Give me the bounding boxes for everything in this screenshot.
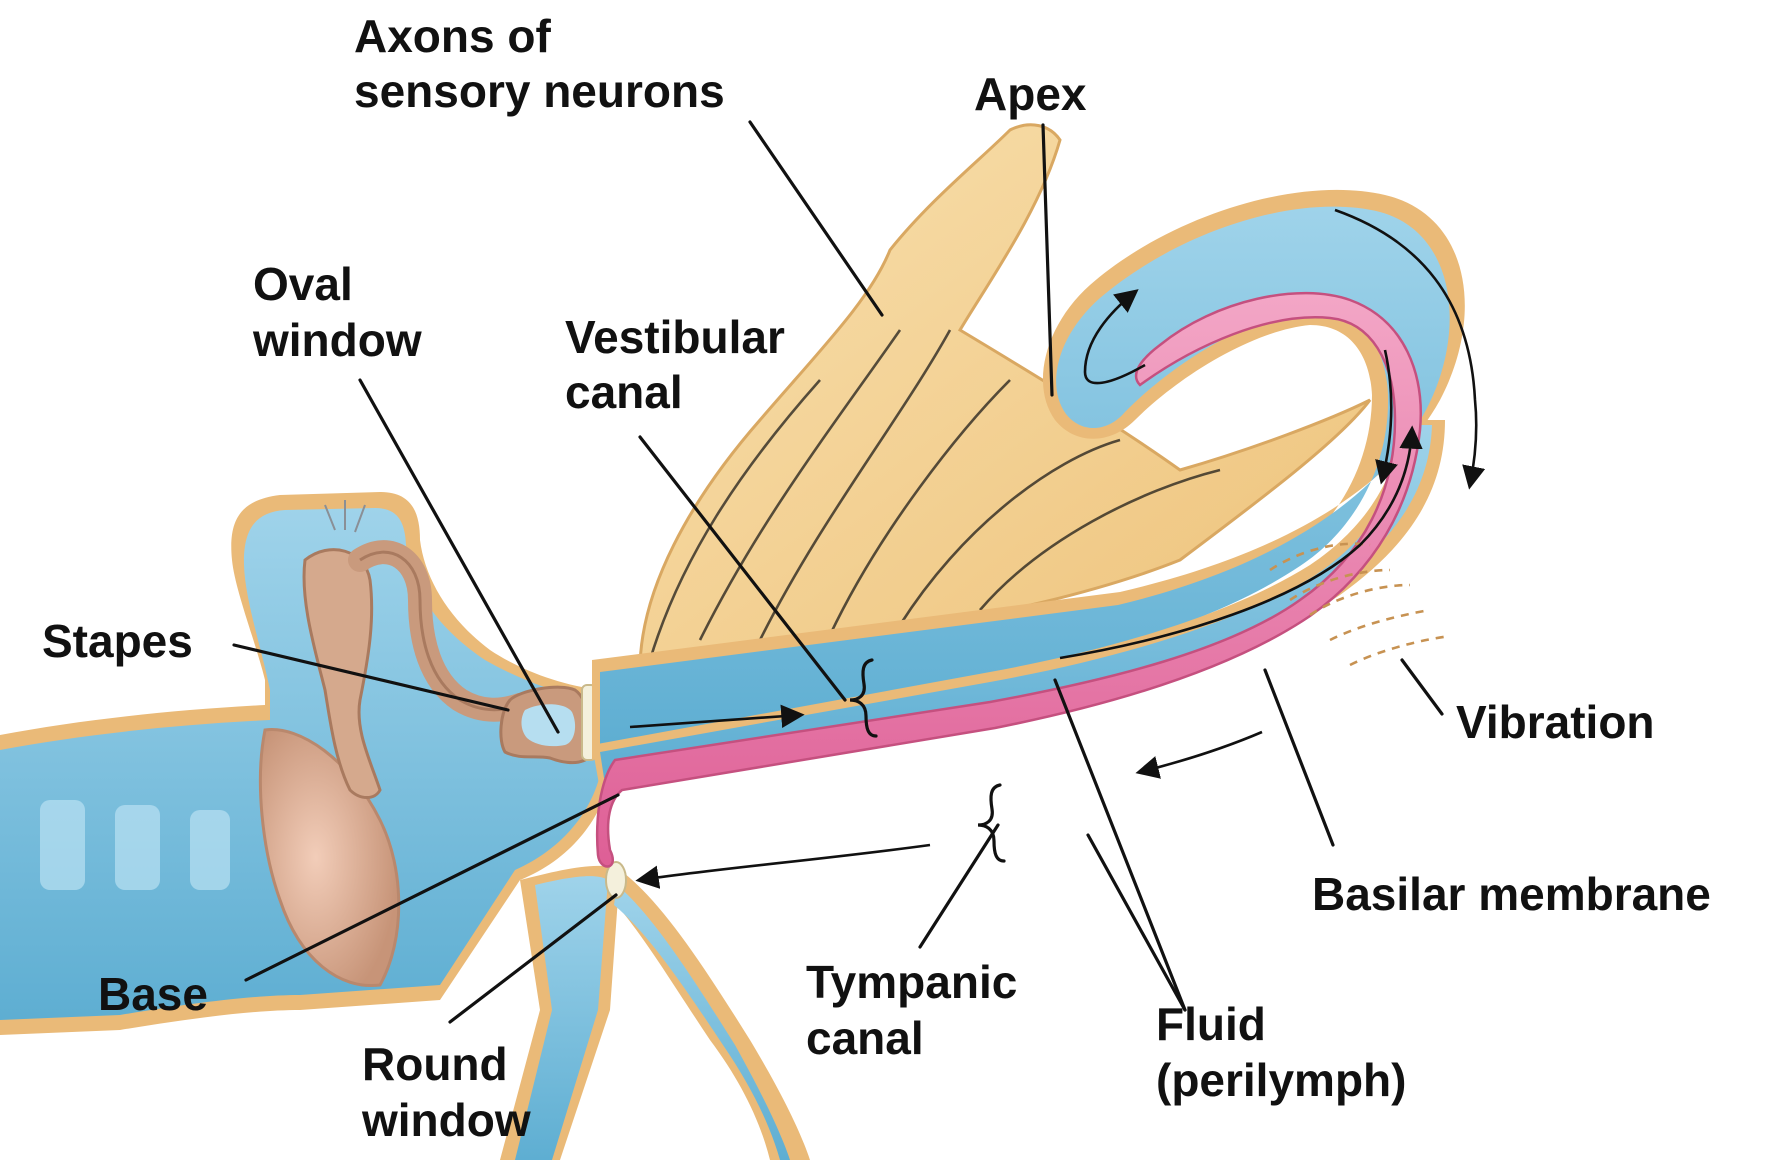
label-apex: Apex [974, 68, 1087, 120]
round-window-area [500, 862, 810, 1160]
stapes [501, 687, 590, 762]
label-axons-line1: Axons of [354, 10, 551, 62]
label-stapes: Stapes [42, 615, 193, 667]
label-round-line2: window [361, 1094, 531, 1146]
label-fluid-line1: Fluid [1156, 998, 1266, 1050]
label-tympanic-line2: canal [806, 1012, 924, 1064]
label-oval-line1: Oval [253, 258, 353, 310]
label-fluid-line2: (perilymph) [1156, 1054, 1406, 1106]
label-vestibular-line1: Vestibular [565, 311, 785, 363]
label-axons-line2: sensory neurons [354, 65, 725, 117]
label-base: Base [98, 968, 208, 1020]
label-basilar-membrane: Basilar membrane [1312, 868, 1711, 920]
label-tympanic-line1: Tympanic [806, 956, 1017, 1008]
label-vestibular-line2: canal [565, 366, 683, 418]
label-round-line1: Round [362, 1038, 508, 1090]
label-vibration: Vibration [1456, 696, 1655, 748]
label-oval-line2: window [252, 314, 422, 366]
